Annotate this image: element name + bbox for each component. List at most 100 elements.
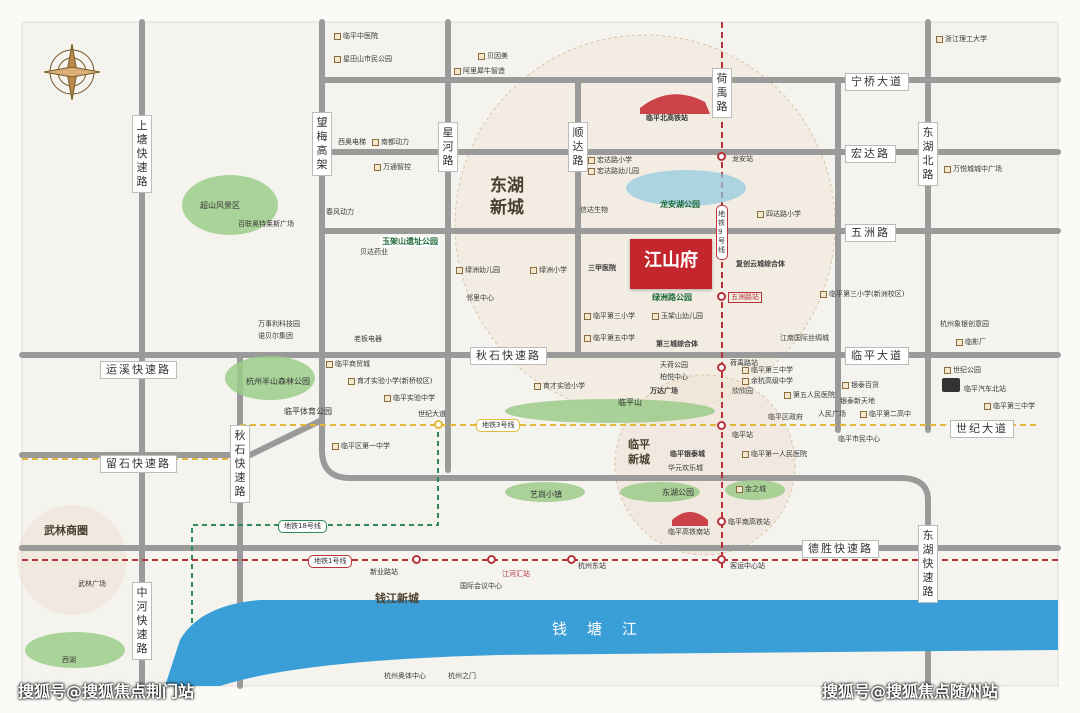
poi[interactable]: 三甲医院 (588, 264, 616, 272)
poi[interactable]: 育才实验小学 (534, 382, 585, 391)
poi[interactable]: 春风动力 (326, 208, 354, 216)
poi[interactable]: 临平第三中学 (984, 402, 1035, 411)
poi[interactable]: 临平汽车北站 (964, 385, 1006, 393)
poi[interactable]: 余杭高级中学 (742, 377, 793, 386)
park-yujiashan: 玉架山遗址公园 (380, 236, 440, 247)
poi[interactable]: 育才实验小学(新桥校区) (348, 377, 432, 386)
poi[interactable]: 信达生物 (580, 206, 608, 214)
poi[interactable]: 华元欢乐城 (668, 464, 703, 472)
poi[interactable]: 第三城综合体 (656, 340, 698, 348)
poi[interactable]: 欣欣园 (732, 387, 753, 395)
poi[interactable]: 宏达路幼儿园 (588, 167, 639, 176)
poi[interactable]: 临平中医院 (334, 32, 378, 41)
poi[interactable]: 临平区第一中学 (332, 442, 390, 451)
poi[interactable]: 临平第二高中 (860, 410, 911, 419)
poi[interactable]: 贝因美 (478, 52, 508, 61)
station-keyun[interactable]: 客运中心站 (730, 562, 765, 570)
poi[interactable]: 西湖 (62, 656, 76, 664)
poi[interactable]: 万事利科技园 (258, 320, 300, 328)
poi[interactable]: 绿洲幼儿园 (456, 266, 500, 275)
road-yunxi: 运溪快速路 (100, 361, 177, 379)
station-dot (487, 555, 496, 564)
qiantang-river (165, 600, 1058, 686)
poi[interactable]: 杭州奥体中心 (384, 672, 426, 680)
poi[interactable]: 金之城 (736, 485, 766, 494)
poi[interactable]: 世纪公园 (944, 366, 981, 375)
poi[interactable]: 临平区政府 (768, 413, 803, 421)
poi[interactable]: 银泰百货 (842, 381, 879, 390)
poi[interactable]: 四达路小学 (757, 210, 801, 219)
poi[interactable]: 浙江理工大学 (936, 35, 987, 44)
road-desheng: 德胜快速路 (802, 540, 879, 558)
station-hangzhou-east[interactable]: 杭州东站 (578, 562, 606, 570)
poi[interactable]: 万悦城城中广场 (944, 165, 1002, 174)
road-shangtang: 上塘快速路 (132, 115, 152, 193)
poi-icon (588, 157, 595, 164)
road-shunda: 顺达路 (568, 122, 588, 172)
poi[interactable]: 绿洲小学 (530, 266, 567, 275)
poi[interactable]: 诺贝尔集团 (258, 332, 293, 340)
poi[interactable]: 万达广场 (650, 387, 678, 395)
poi[interactable]: 临平第三小学 (584, 312, 635, 321)
poi[interactable]: 临平市民中心 (838, 435, 880, 443)
station-wuzhou[interactable]: 五洲路站 (728, 292, 762, 303)
poi[interactable]: 杭州象银创意园 (940, 320, 989, 328)
poi[interactable]: 百联奥特莱斯广场 (238, 220, 294, 228)
metro-line-9: 地铁9号线 (716, 205, 728, 260)
station-dot (567, 555, 576, 564)
poi[interactable]: 临平第五中学 (584, 334, 635, 343)
poi-icon (374, 164, 381, 171)
poi[interactable]: 银泰新天地 (840, 397, 875, 405)
station-jianghehui[interactable]: 江河汇站 (502, 570, 530, 578)
poi[interactable]: 宏达路小学 (588, 156, 632, 165)
poi[interactable]: 万通智控 (374, 163, 411, 172)
station-heyu[interactable]: 荷禹路站 (730, 359, 758, 367)
poi[interactable]: 临平第三小学(新洲校区) (820, 290, 904, 299)
poi[interactable]: 临平第一人民医院 (742, 450, 807, 459)
poi[interactable]: 江南国际丝绸城 (780, 334, 829, 342)
station-linping[interactable]: 临平站 (732, 431, 753, 439)
poi-icon (326, 361, 333, 368)
poi[interactable]: 复创云城综合体 (736, 260, 785, 268)
road-hongda: 宏达路 (845, 145, 896, 163)
poi[interactable]: 第五人民医院 (784, 391, 835, 400)
park-linpingshan: 临平山 (618, 398, 642, 407)
poi[interactable]: 临平商贸城 (326, 360, 370, 369)
poi[interactable]: 武林广场 (78, 580, 106, 588)
poi-icon (757, 211, 764, 218)
poi[interactable]: 临影厂 (956, 338, 986, 347)
poi-icon (944, 367, 951, 374)
station-linping-north-hsr[interactable]: 临平北高铁站 (646, 114, 688, 122)
poi[interactable]: 南都动力 (372, 138, 409, 147)
station-longan[interactable]: 龙安站 (732, 155, 753, 163)
poi[interactable]: 西奥电梯 (338, 138, 366, 146)
poi-icon (332, 443, 339, 450)
poi[interactable]: 贝达药业 (360, 248, 388, 256)
road-shiji: 世纪大道 (950, 420, 1014, 438)
station-xinye[interactable]: 新业路站 (370, 568, 398, 576)
project-marker[interactable]: 江山府 (630, 239, 712, 289)
poi[interactable]: 玉架山幼儿园 (652, 312, 703, 321)
poi[interactable]: 人民广场 (818, 410, 846, 418)
station-linping-hsr-south[interactable]: 临平高铁南站 (668, 528, 710, 536)
poi[interactable]: 临平第三中学 (742, 366, 793, 375)
station-dot (717, 292, 726, 301)
poi[interactable]: 杭州之门 (448, 672, 476, 680)
station-linping-south-hsr[interactable]: 临平南高铁站 (728, 518, 770, 526)
poi[interactable]: 临平实验中学 (384, 394, 435, 403)
bus-station-icon (942, 378, 960, 392)
poi[interactable]: 阿里犀牛智造 (454, 67, 505, 76)
poi[interactable]: 国际会议中心 (460, 582, 502, 590)
park-longan: 龙安湖公园 (660, 200, 700, 209)
poi[interactable]: 老板电器 (354, 335, 382, 343)
poi-icon (936, 36, 943, 43)
poi[interactable]: 邻里中心 (466, 294, 494, 302)
poi[interactable]: 天荷公园 (660, 361, 688, 369)
district-wulin: 武林商圈 (44, 524, 88, 537)
road-liushi: 留石快速路 (100, 455, 177, 473)
park-tiyu: 临平体育公园 (284, 407, 332, 416)
poi[interactable]: 星田山市民公园 (334, 55, 392, 64)
poi[interactable]: 柏悦中心 (660, 373, 688, 381)
poi[interactable]: 临平银泰城 (670, 450, 705, 458)
station-shiji[interactable]: 世纪大道 (418, 410, 446, 418)
